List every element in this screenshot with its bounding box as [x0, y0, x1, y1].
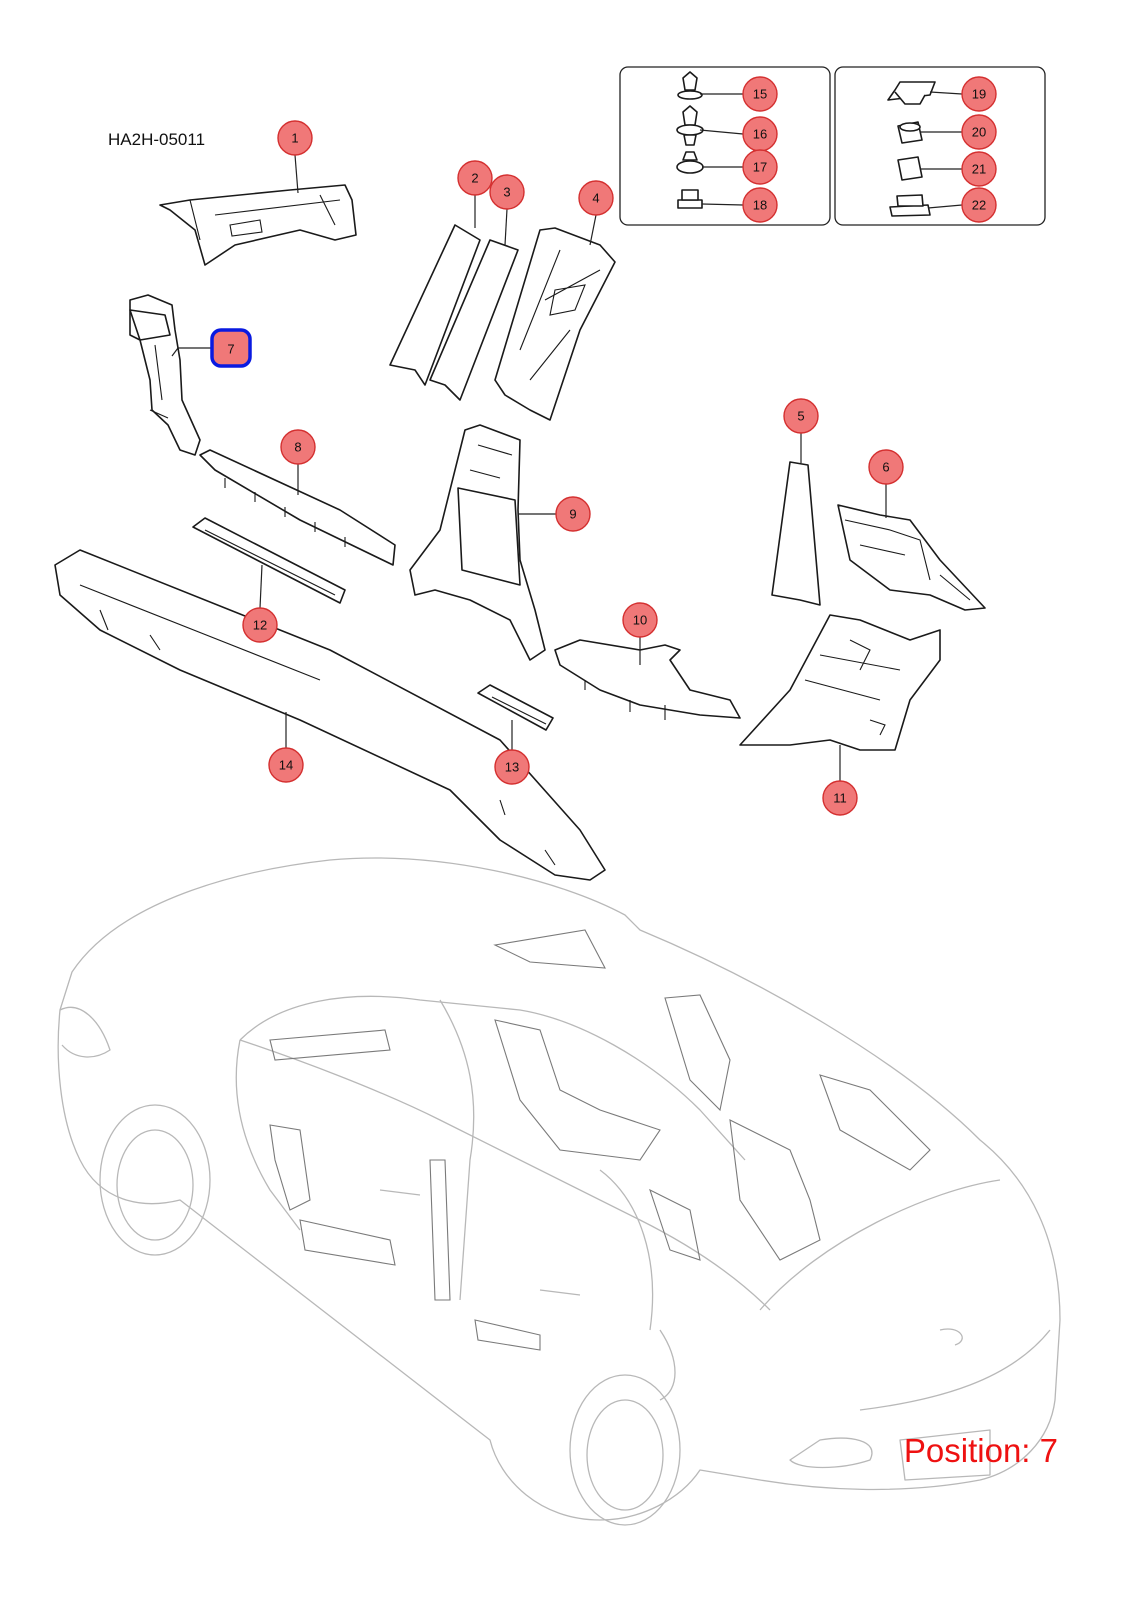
part-7-a-pillar-lower — [129, 294, 201, 456]
part-3-pillar-trim — [429, 239, 519, 401]
callout-label: 10 — [633, 613, 647, 628]
callout-label: 7 — [227, 342, 234, 357]
fastener-panel-left — [619, 66, 831, 226]
callout-20[interactable]: 20 — [961, 114, 997, 150]
part-5-c-pillar-trim — [771, 461, 821, 606]
part-10-rear-door-scuff — [554, 639, 741, 720]
callout-18[interactable]: 18 — [742, 187, 778, 223]
part-8-scuff-plate-front — [199, 449, 396, 566]
callout-label: 6 — [882, 460, 889, 475]
callout-11[interactable]: 11 — [822, 780, 858, 816]
callout-15[interactable]: 15 — [742, 76, 778, 112]
callout-label: 18 — [753, 198, 767, 213]
callout-3[interactable]: 3 — [489, 174, 525, 210]
callout-label: 20 — [972, 125, 986, 140]
callout-10[interactable]: 10 — [622, 602, 658, 638]
callout-label: 9 — [569, 507, 576, 522]
callout-label: 17 — [753, 160, 767, 175]
callout-19[interactable]: 19 — [961, 76, 997, 112]
fastener-panel-right — [834, 66, 1046, 226]
part-14-side-sill-trim — [54, 549, 606, 881]
callout-label: 22 — [972, 198, 986, 213]
callout-5[interactable]: 5 — [783, 398, 819, 434]
callout-12[interactable]: 12 — [242, 607, 278, 643]
part-4-b-pillar-upper — [494, 227, 616, 421]
position-label: Position: 7 — [903, 1432, 1058, 1469]
part-12-scuff-plate-insert-front — [192, 517, 346, 604]
callout-label: 8 — [294, 440, 301, 455]
callout-label: 11 — [833, 791, 847, 806]
callout-label: 19 — [972, 87, 986, 102]
callout-14[interactable]: 14 — [268, 747, 304, 783]
callout-label: 12 — [253, 618, 267, 633]
callout-21[interactable]: 21 — [961, 151, 997, 187]
callout-8[interactable]: 8 — [280, 429, 316, 465]
callout-17[interactable]: 17 — [742, 149, 778, 185]
callout-label: 1 — [291, 131, 298, 146]
callout-9[interactable]: 9 — [555, 496, 591, 532]
leader-lines — [171, 91, 963, 781]
callout-6[interactable]: 6 — [868, 449, 904, 485]
part-6-c-pillar-lower — [837, 504, 986, 611]
part-2-pillar-trim — [389, 224, 481, 386]
callout-label: 2 — [471, 171, 478, 186]
callout-label: 15 — [753, 87, 767, 102]
callout-4[interactable]: 4 — [578, 180, 614, 216]
callout-label: 3 — [503, 185, 510, 200]
part-13-scuff-plate-insert-rear — [477, 684, 554, 731]
callout-7-selected[interactable]: 7 — [210, 328, 252, 368]
callout-22[interactable]: 22 — [961, 187, 997, 223]
callout-1[interactable]: 1 — [277, 120, 313, 156]
part-9-b-pillar-lower — [409, 424, 546, 661]
callout-label: 4 — [592, 191, 599, 206]
part-11-rear-quarter-trim — [739, 614, 941, 751]
callout-label: 14 — [279, 758, 293, 773]
callout-label: 21 — [972, 162, 986, 177]
callout-label: 5 — [797, 409, 804, 424]
callout-13[interactable]: 13 — [494, 749, 530, 785]
callout-label: 16 — [753, 127, 767, 142]
callout-label: 13 — [505, 760, 519, 775]
part-1-a-pillar-upper — [159, 184, 357, 266]
vehicle-outline — [57, 857, 1061, 1526]
diagram-code: HA2H-05011 — [108, 130, 206, 149]
callout-16[interactable]: 16 — [742, 116, 778, 152]
callout-2[interactable]: 2 — [457, 160, 493, 196]
